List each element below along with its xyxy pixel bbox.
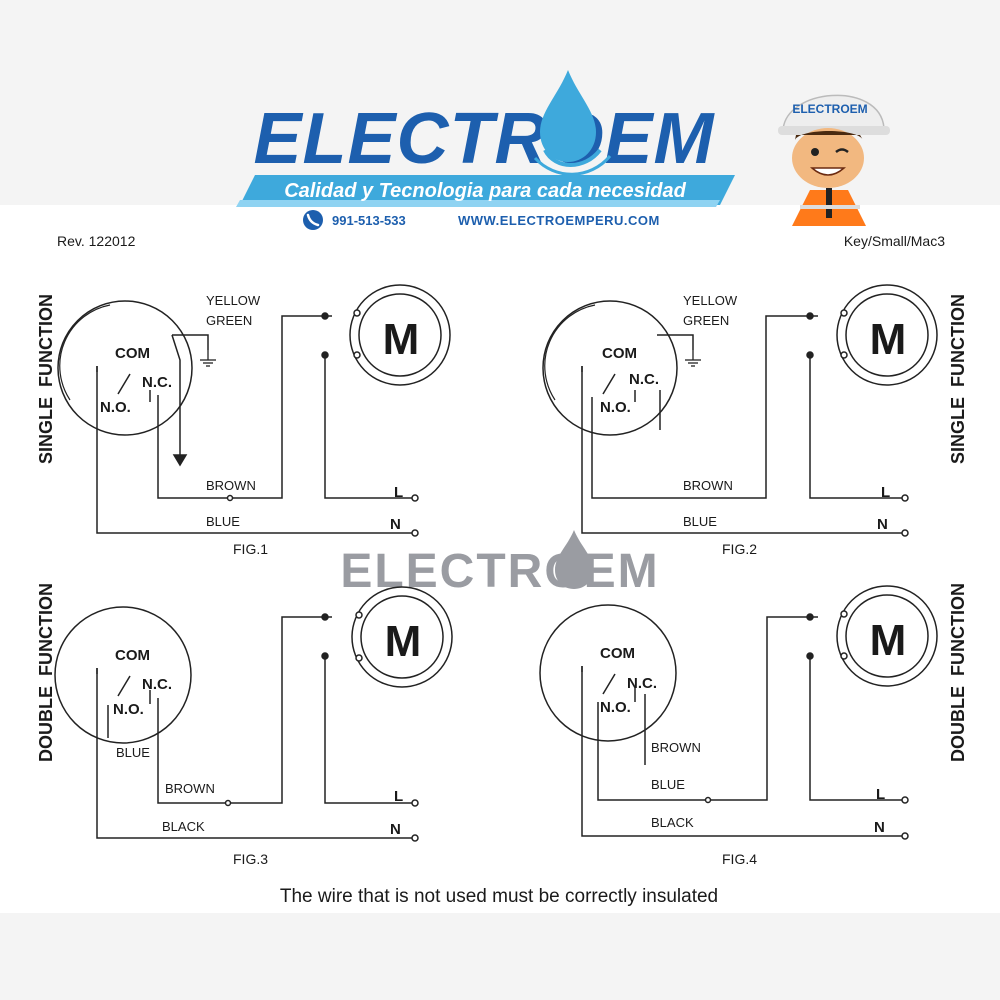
switch-circle xyxy=(539,604,677,742)
fig2-line-label: L xyxy=(881,484,890,501)
fig4-no-label: N.O. xyxy=(600,699,631,716)
phone-contact: 991-513-533 xyxy=(303,210,406,230)
phone-icon xyxy=(303,210,323,230)
fig4-com-label: COM xyxy=(600,645,635,662)
motor-outer xyxy=(351,586,453,688)
watermark: ELECTROEM xyxy=(340,530,659,598)
diagram-sheet xyxy=(0,205,1000,913)
fig2-nc-label: N.C. xyxy=(629,371,659,388)
fig1-no-label: N.O. xyxy=(100,399,131,416)
motor-inner xyxy=(845,293,929,377)
motor-outer xyxy=(836,284,938,386)
fig2-no-label: N.O. xyxy=(600,399,631,416)
switch-circle xyxy=(54,606,192,744)
motor-outer xyxy=(349,284,451,386)
fig2-blue-label: BLUE xyxy=(683,514,717,529)
tagline-banner: Calidad y Tecnologia para cada necesidad xyxy=(236,175,735,207)
fig1-yellow-label: YELLOW xyxy=(206,293,261,308)
website-url: WWW.ELECTROEMPERU.COM xyxy=(458,213,660,228)
fig2-green-label: GREEN xyxy=(683,313,729,328)
section-title-double-left: DOUBLE FUNCTION xyxy=(36,583,56,762)
fig2-neutral-label: N xyxy=(877,516,888,533)
fig4-line-label: L xyxy=(876,786,885,803)
fig4-brown-label: BROWN xyxy=(651,740,701,755)
fig2-motor-label: M xyxy=(870,315,907,364)
brand-logo: ELECTROEM Calidad y Tecnologia para cada… xyxy=(236,70,735,230)
fig4-caption: FIG.4 xyxy=(722,851,757,867)
figure-4 xyxy=(539,585,938,840)
fig3-brown-label: BROWN xyxy=(165,781,215,796)
logo-text: ELECTROEM xyxy=(253,99,715,179)
motor-inner xyxy=(360,595,444,679)
fig1-green-label: GREEN xyxy=(206,313,252,328)
fig3-line-label: L xyxy=(394,788,403,805)
figure-1 xyxy=(57,284,451,537)
fig3-com-label: COM xyxy=(115,647,150,664)
switch-circle xyxy=(542,300,678,436)
section-title-double-right: DOUBLE FUNCTION xyxy=(948,583,968,762)
watermark-drop-icon xyxy=(555,530,593,589)
revision-text: Rev. 122012 xyxy=(57,233,136,249)
fig4-blue-label: BLUE xyxy=(651,777,685,792)
fig1-line-label: L xyxy=(394,484,403,501)
fig2-yellow-label: YELLOW xyxy=(683,293,738,308)
switch-circle xyxy=(57,300,193,436)
fig3-no-label: N.O. xyxy=(113,701,144,718)
fig1-blue-label: BLUE xyxy=(206,514,240,529)
fig2-caption: FIG.2 xyxy=(722,541,757,557)
fig1-brown-label: BROWN xyxy=(206,478,256,493)
fig2-com-label: COM xyxy=(602,345,637,362)
section-title-single-right: SINGLE FUNCTION xyxy=(948,294,968,464)
model-text: Key/Small/Mac3 xyxy=(844,233,945,249)
fig1-neutral-label: N xyxy=(390,516,401,533)
figure-2 xyxy=(542,284,938,537)
fig1-com-label: COM xyxy=(115,345,150,362)
fig3-motor-label: M xyxy=(385,617,422,666)
section-title-single-left: SINGLE FUNCTION xyxy=(36,294,56,464)
mascot-helmet-text: ELECTROEM xyxy=(792,102,867,116)
fig1-motor-label: M xyxy=(383,315,420,364)
mascot-engineer: ELECTROEM xyxy=(778,94,890,226)
phone-number: 991-513-533 xyxy=(332,213,406,228)
fig3-neutral-label: N xyxy=(390,821,401,838)
fig3-blue-label: BLUE xyxy=(116,745,150,760)
fig3-nc-label: N.C. xyxy=(142,676,172,693)
fig1-nc-label: N.C. xyxy=(142,374,172,391)
motor-inner xyxy=(845,594,929,678)
motor-inner xyxy=(358,293,442,377)
fig1-caption: FIG.1 xyxy=(233,541,268,557)
footer-note: The wire that is not used must be correc… xyxy=(280,886,718,907)
fig4-neutral-label: N xyxy=(874,819,885,836)
tagline-text: Calidad y Tecnologia para cada necesidad xyxy=(284,180,686,202)
fig4-nc-label: N.C. xyxy=(627,675,657,692)
fig2-brown-label: BROWN xyxy=(683,478,733,493)
fig3-caption: FIG.3 xyxy=(233,851,268,867)
watermark-text: ELECTROEM xyxy=(340,545,659,598)
water-drop-icon xyxy=(533,70,612,176)
motor-outer xyxy=(836,585,938,687)
figure-3 xyxy=(54,586,453,842)
fig4-motor-label: M xyxy=(870,616,907,665)
fig4-black-label: BLACK xyxy=(651,815,694,830)
fig3-black-label: BLACK xyxy=(162,819,205,834)
footer-band xyxy=(0,913,1000,1000)
